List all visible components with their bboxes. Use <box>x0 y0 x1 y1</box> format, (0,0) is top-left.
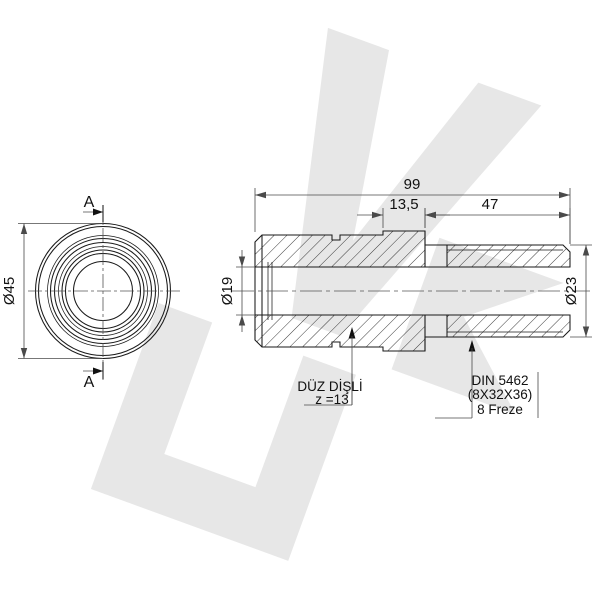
note-left-line1: DÜZ DİŞLİ <box>297 379 362 394</box>
note-left-line2: z =13 <box>315 392 348 407</box>
dimension-spline-length: 47 <box>424 196 571 244</box>
section-label-top: A <box>84 194 95 211</box>
section-lower-body <box>254 314 426 352</box>
dimension-overall-length: 99 <box>254 176 571 244</box>
dimension-label-outer-diameter: Ø45 <box>1 277 18 305</box>
note-right-spline: DIN 5462 (8X32X36) 8 Freze <box>435 340 539 419</box>
section-lower-spline <box>446 314 571 338</box>
dimension-shaft-diameter: Ø23 <box>563 244 592 338</box>
section-marker-top: A <box>83 194 104 222</box>
section-a-a-view: 99 13,5 47 Ø19 <box>219 176 592 419</box>
note-right-line2: (8X32X36) <box>468 387 533 402</box>
dimension-outer-diameter: Ø45 <box>1 223 103 359</box>
dimension-label-shaft-diameter: Ø23 <box>563 277 580 305</box>
dimension-label-spline-length: 47 <box>482 196 499 213</box>
section-label-bottom: A <box>84 374 95 391</box>
dimension-label-thread-length: 13,5 <box>389 196 418 213</box>
note-right-line3: 8 Freze <box>477 402 523 417</box>
dimension-label-overall-length: 99 <box>404 176 421 193</box>
section-upper-spline <box>446 244 571 268</box>
circular-end-view: A A Ø45 <box>1 194 180 391</box>
section-marker-bottom: A <box>83 362 104 391</box>
note-left-gear: DÜZ DİŞLİ z =13 <box>297 327 363 407</box>
watermark-logo <box>90 27 564 561</box>
section-upper-body <box>254 230 426 268</box>
dimension-label-bore-diameter: Ø19 <box>219 277 236 305</box>
note-right-line1: DIN 5462 <box>471 373 528 388</box>
dimension-bore-diameter: Ø19 <box>219 250 255 332</box>
